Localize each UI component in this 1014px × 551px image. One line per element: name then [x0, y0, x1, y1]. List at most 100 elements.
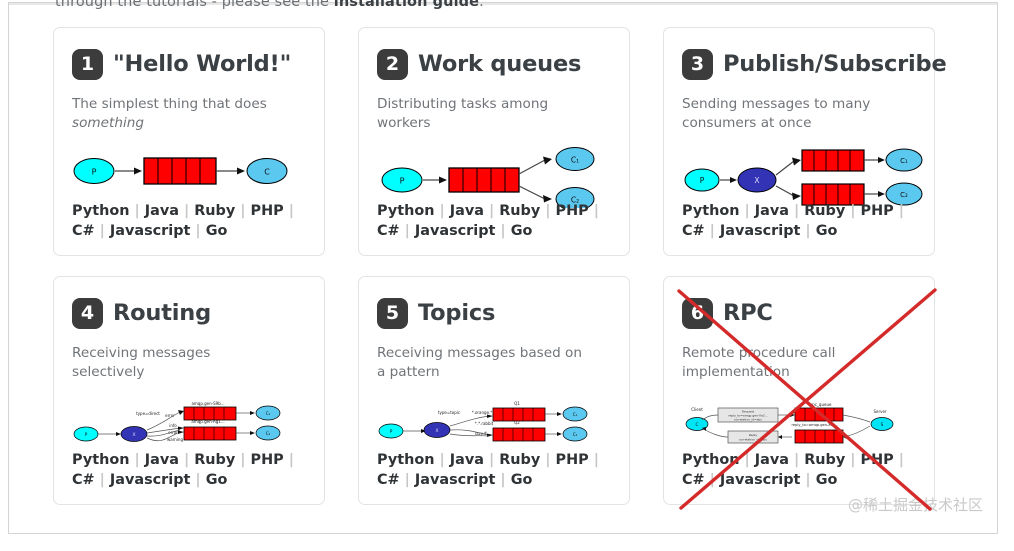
- lang-link-ruby[interactable]: Ruby: [194, 452, 236, 469]
- lang-link-javascript[interactable]: Javascript: [109, 471, 191, 488]
- lang-separator: |: [709, 471, 715, 488]
- lang-link-csharp[interactable]: C#: [72, 471, 95, 488]
- lang-link-python[interactable]: Python: [682, 452, 740, 469]
- card-description: Receiving messages selectively: [72, 345, 211, 381]
- lang-separator: |: [183, 203, 190, 220]
- svg-text:P: P: [400, 177, 405, 186]
- lang-separator: |: [195, 471, 201, 488]
- lang-separator: |: [805, 471, 811, 488]
- lang-link-java[interactable]: Java: [754, 452, 789, 469]
- lang-separator: |: [545, 452, 551, 469]
- card-number-badge: 1: [72, 48, 103, 80]
- lang-link-csharp[interactable]: C#: [682, 471, 705, 488]
- svg-text:P: P: [390, 429, 393, 435]
- lang-link-php[interactable]: PHP: [860, 203, 894, 220]
- lang-link-csharp[interactable]: C#: [682, 222, 705, 239]
- diagram-publish-subscribe: P X: [682, 146, 924, 206]
- lang-separator: |: [240, 452, 246, 469]
- lang-link-csharp[interactable]: C#: [72, 222, 95, 239]
- svg-text:Q1: Q1: [514, 401, 520, 406]
- card-number-badge: 3: [682, 48, 713, 80]
- lang-link-go[interactable]: Go: [815, 222, 838, 239]
- diagram-svg: type=direct amqp.gen-S9b... amqp.gen-Ag1…: [73, 401, 281, 442]
- lang-link-csharp[interactable]: C#: [377, 471, 400, 488]
- card-title: "Hello World!": [113, 51, 292, 77]
- card-description-main: The simplest thing that does: [72, 96, 267, 112]
- site-watermark: @稀土掘金技术社区: [847, 496, 983, 514]
- lang-link-ruby[interactable]: Ruby: [499, 203, 541, 220]
- card-title: Routing: [113, 300, 211, 326]
- lang-link-java[interactable]: Java: [449, 452, 484, 469]
- lang-link-python[interactable]: Python: [682, 203, 740, 220]
- svg-text:C₁: C₁: [573, 412, 578, 417]
- lang-link-csharp[interactable]: C#: [377, 222, 400, 239]
- lang-separator: |: [709, 222, 715, 239]
- lang-link-python[interactable]: Python: [377, 203, 435, 220]
- lang-link-ruby[interactable]: Ruby: [499, 452, 541, 469]
- card-title: RPC: [723, 300, 773, 326]
- lang-link-go[interactable]: Go: [510, 471, 533, 488]
- lang-link-java[interactable]: Java: [754, 203, 789, 220]
- svg-text:C₂: C₂: [571, 196, 579, 205]
- lang-link-python[interactable]: Python: [72, 452, 130, 469]
- lang-separator: |: [488, 203, 495, 220]
- svg-text:Server: Server: [873, 409, 886, 414]
- svg-text:P: P: [85, 432, 88, 438]
- lang-link-php[interactable]: PHP: [860, 452, 894, 469]
- lang-link-go[interactable]: Go: [205, 471, 228, 488]
- lang-separator: |: [898, 452, 904, 469]
- tutorial-card-rpc[interactable]: 6 RPC Remote procedure call implementati…: [663, 276, 935, 505]
- lang-link-javascript[interactable]: Javascript: [109, 222, 191, 239]
- lang-separator: |: [805, 222, 811, 239]
- lang-link-java[interactable]: Java: [144, 452, 179, 469]
- lang-link-php[interactable]: PHP: [555, 452, 589, 469]
- tutorial-card-routing[interactable]: 4 Routing Receiving messages selectively…: [53, 276, 325, 505]
- tutorial-card-work-queues[interactable]: 2 Work queues Distributing tasks among w…: [358, 27, 630, 256]
- lang-link-go[interactable]: Go: [205, 222, 228, 239]
- lang-link-php[interactable]: PHP: [250, 203, 284, 220]
- lang-separator: |: [500, 222, 506, 239]
- lang-link-php[interactable]: PHP: [555, 203, 589, 220]
- lang-separator: |: [99, 471, 105, 488]
- svg-text:Client: Client: [691, 407, 703, 412]
- tutorial-card-topics[interactable]: 5 Topics Receiving messages based on a p…: [358, 276, 630, 505]
- lang-link-ruby[interactable]: Ruby: [194, 203, 236, 220]
- lang-separator: |: [183, 452, 190, 469]
- lang-separator: |: [404, 471, 410, 488]
- lang-separator: |: [99, 222, 105, 239]
- lang-link-javascript[interactable]: Javascript: [414, 222, 496, 239]
- svg-text:P: P: [92, 168, 97, 177]
- tutorial-card-hello-world[interactable]: 1 "Hello World!" The simplest thing that…: [53, 27, 325, 256]
- lang-link-ruby[interactable]: Ruby: [804, 452, 846, 469]
- card-number-badge: 2: [377, 48, 408, 80]
- diagram-work-queues: P: [377, 146, 619, 208]
- lang-link-javascript[interactable]: Javascript: [719, 222, 801, 239]
- diagram-rpc: Client Server rpc_queue reply_to=amqp.ge…: [682, 397, 924, 451]
- card-number-badge: 6: [682, 297, 713, 329]
- lang-link-javascript[interactable]: Javascript: [414, 471, 496, 488]
- content-frame: through the tutorials - please see the i…: [8, 0, 998, 534]
- card-header: 2 Work queues: [377, 45, 611, 83]
- lang-link-python[interactable]: Python: [377, 452, 435, 469]
- top-divider: [9, 3, 997, 5]
- lang-link-ruby[interactable]: Ruby: [804, 203, 846, 220]
- lang-separator: |: [288, 203, 294, 220]
- diagram-routing: type=direct amqp.gen-S9b... amqp.gen-Ag1…: [72, 397, 314, 451]
- lang-link-python[interactable]: Python: [72, 203, 130, 220]
- lang-link-go[interactable]: Go: [510, 222, 533, 239]
- lang-link-java[interactable]: Java: [449, 203, 484, 220]
- lang-link-php[interactable]: PHP: [250, 452, 284, 469]
- lang-separator: |: [488, 452, 495, 469]
- tutorial-card-publish-subscribe[interactable]: 3 Publish/Subscribe Sending messages to …: [663, 27, 947, 256]
- svg-text:*.*.rabbit: *.*.rabbit: [475, 421, 494, 426]
- lang-separator: |: [195, 222, 201, 239]
- lang-separator: |: [898, 203, 904, 220]
- svg-text:amqp.gen-Ag1...: amqp.gen-Ag1...: [191, 419, 224, 424]
- intro-text-before: through the tutorials - please see the: [55, 0, 334, 10]
- installation-guide-link[interactable]: installation guide: [333, 0, 480, 10]
- lang-separator: |: [439, 203, 445, 220]
- lang-link-java[interactable]: Java: [144, 203, 179, 220]
- lang-link-javascript[interactable]: Javascript: [719, 471, 801, 488]
- lang-link-go[interactable]: Go: [815, 471, 838, 488]
- svg-text:C: C: [264, 168, 270, 177]
